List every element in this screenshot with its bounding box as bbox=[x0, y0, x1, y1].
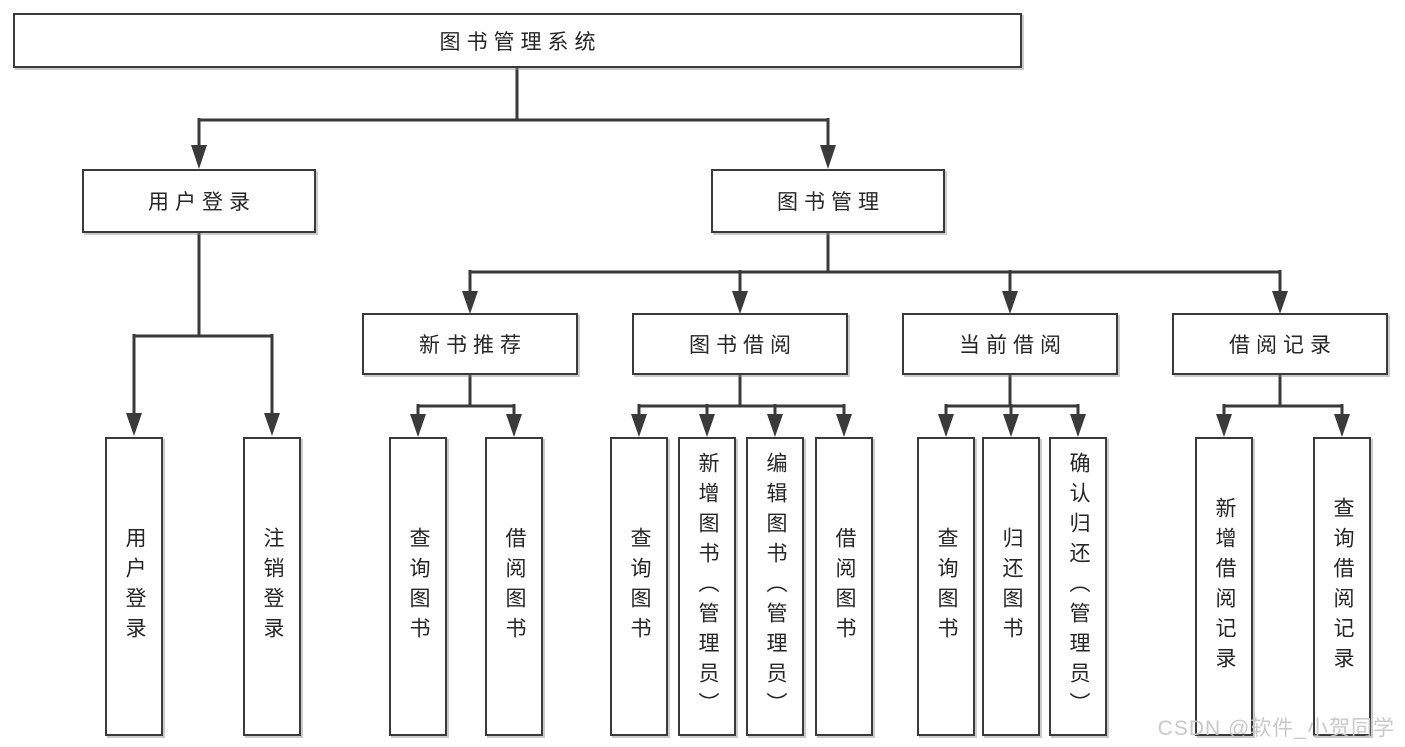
leaf-bb-edit-books-label: 编辑图书（管理员） bbox=[764, 451, 787, 722]
node-borrow-records: 借阅记录 bbox=[1172, 313, 1388, 375]
node-current-borrow: 当前借阅 bbox=[902, 313, 1118, 375]
leaf-logout-label: 注销登录 bbox=[261, 526, 284, 647]
arrowhead-icon bbox=[1216, 414, 1232, 437]
node-current-borrow-label: 当前借阅 bbox=[959, 334, 1067, 357]
node-book-management-label: 图书管理 bbox=[777, 191, 885, 214]
leaf-cb-query-books: 查询图书 bbox=[917, 437, 975, 736]
arrowhead-icon bbox=[836, 414, 852, 437]
leaf-bb-query-books-label: 查询图书 bbox=[628, 526, 651, 647]
leaf-user-login: 用户登录 bbox=[105, 437, 163, 736]
leaf-cb-return-books-label: 归还图书 bbox=[1000, 526, 1023, 647]
arrowhead-icon bbox=[126, 413, 142, 436]
leaf-nbr-borrow-books: 借阅图书 bbox=[485, 437, 543, 736]
leaf-bb-borrow-books: 借阅图书 bbox=[815, 437, 873, 736]
leaf-user-login-label: 用户登录 bbox=[123, 526, 146, 647]
arrowhead-icon bbox=[1003, 414, 1019, 437]
leaf-br-add-record: 新增借阅记录 bbox=[1195, 437, 1253, 736]
leaf-bb-edit-books: 编辑图书（管理员） bbox=[746, 437, 804, 736]
leaf-nbr-query-books-label: 查询图书 bbox=[407, 526, 430, 647]
arrowhead-icon bbox=[191, 145, 207, 169]
leaf-nbr-borrow-books-label: 借阅图书 bbox=[503, 526, 526, 647]
leaf-bb-add-books: 新增图书（管理员） bbox=[678, 437, 736, 736]
connector-root-to-level2 bbox=[197, 66, 830, 146]
leaf-cb-return-books: 归还图书 bbox=[982, 437, 1040, 736]
leaf-br-query-record-label: 查询借阅记录 bbox=[1331, 496, 1354, 677]
arrowhead-icon bbox=[264, 413, 280, 436]
node-book-borrow-label: 图书借阅 bbox=[689, 334, 797, 357]
arrowhead-icon bbox=[1070, 414, 1086, 437]
arrowhead-icon bbox=[1272, 291, 1288, 314]
connector-newbook-to-leaves bbox=[416, 373, 516, 416]
leaf-br-query-record: 查询借阅记录 bbox=[1313, 437, 1371, 736]
node-new-book-recommend: 新书推荐 bbox=[362, 313, 578, 375]
arrowhead-icon bbox=[506, 414, 522, 437]
leaf-logout: 注销登录 bbox=[243, 437, 301, 736]
leaf-br-add-record-label: 新增借阅记录 bbox=[1213, 496, 1236, 677]
leaf-bb-query-books: 查询图书 bbox=[610, 437, 668, 736]
arrowhead-icon bbox=[732, 291, 748, 314]
connector-currentborrow-to-leaves bbox=[944, 373, 1080, 416]
arrowhead-icon bbox=[938, 414, 954, 437]
arrowhead-icon bbox=[410, 414, 426, 437]
connector-bookmgmt-to-level3 bbox=[468, 231, 1282, 292]
arrowhead-icon bbox=[699, 414, 715, 437]
connector-borrowrecords-to-leaves bbox=[1222, 373, 1344, 416]
arrowhead-icon bbox=[820, 145, 836, 169]
connector-bookborrow-to-leaves bbox=[637, 373, 846, 416]
arrowheads bbox=[126, 145, 1350, 437]
leaf-cb-query-books-label: 查询图书 bbox=[935, 526, 958, 647]
arrowhead-icon bbox=[1334, 414, 1350, 437]
node-root: 图书管理系统 bbox=[13, 13, 1022, 68]
node-book-borrow: 图书借阅 bbox=[632, 313, 848, 375]
leaf-bb-add-books-label: 新增图书（管理员） bbox=[696, 451, 719, 722]
node-user-login: 用户登录 bbox=[82, 169, 316, 233]
arrowhead-icon bbox=[631, 414, 647, 437]
leaf-bb-borrow-books-label: 借阅图书 bbox=[833, 526, 856, 647]
node-borrow-records-label: 借阅记录 bbox=[1229, 334, 1337, 357]
node-new-book-recommend-label: 新书推荐 bbox=[419, 334, 527, 357]
arrowhead-icon bbox=[462, 291, 478, 314]
csdn-watermark: CSDN @软件_小贺同学 bbox=[1157, 717, 1395, 740]
node-user-login-label: 用户登录 bbox=[148, 191, 256, 214]
connector-userlogin-to-leaves bbox=[132, 231, 274, 414]
leaf-nbr-query-books: 查询图书 bbox=[389, 437, 447, 736]
node-root-label: 图书管理系统 bbox=[439, 30, 602, 54]
arrowhead-icon bbox=[767, 414, 783, 437]
leaf-cb-confirm-return-label: 确认归还（管理员） bbox=[1067, 451, 1090, 722]
node-book-management: 图书管理 bbox=[711, 169, 945, 233]
leaf-cb-confirm-return: 确认归还（管理员） bbox=[1049, 437, 1107, 736]
arrowhead-icon bbox=[1002, 291, 1018, 314]
